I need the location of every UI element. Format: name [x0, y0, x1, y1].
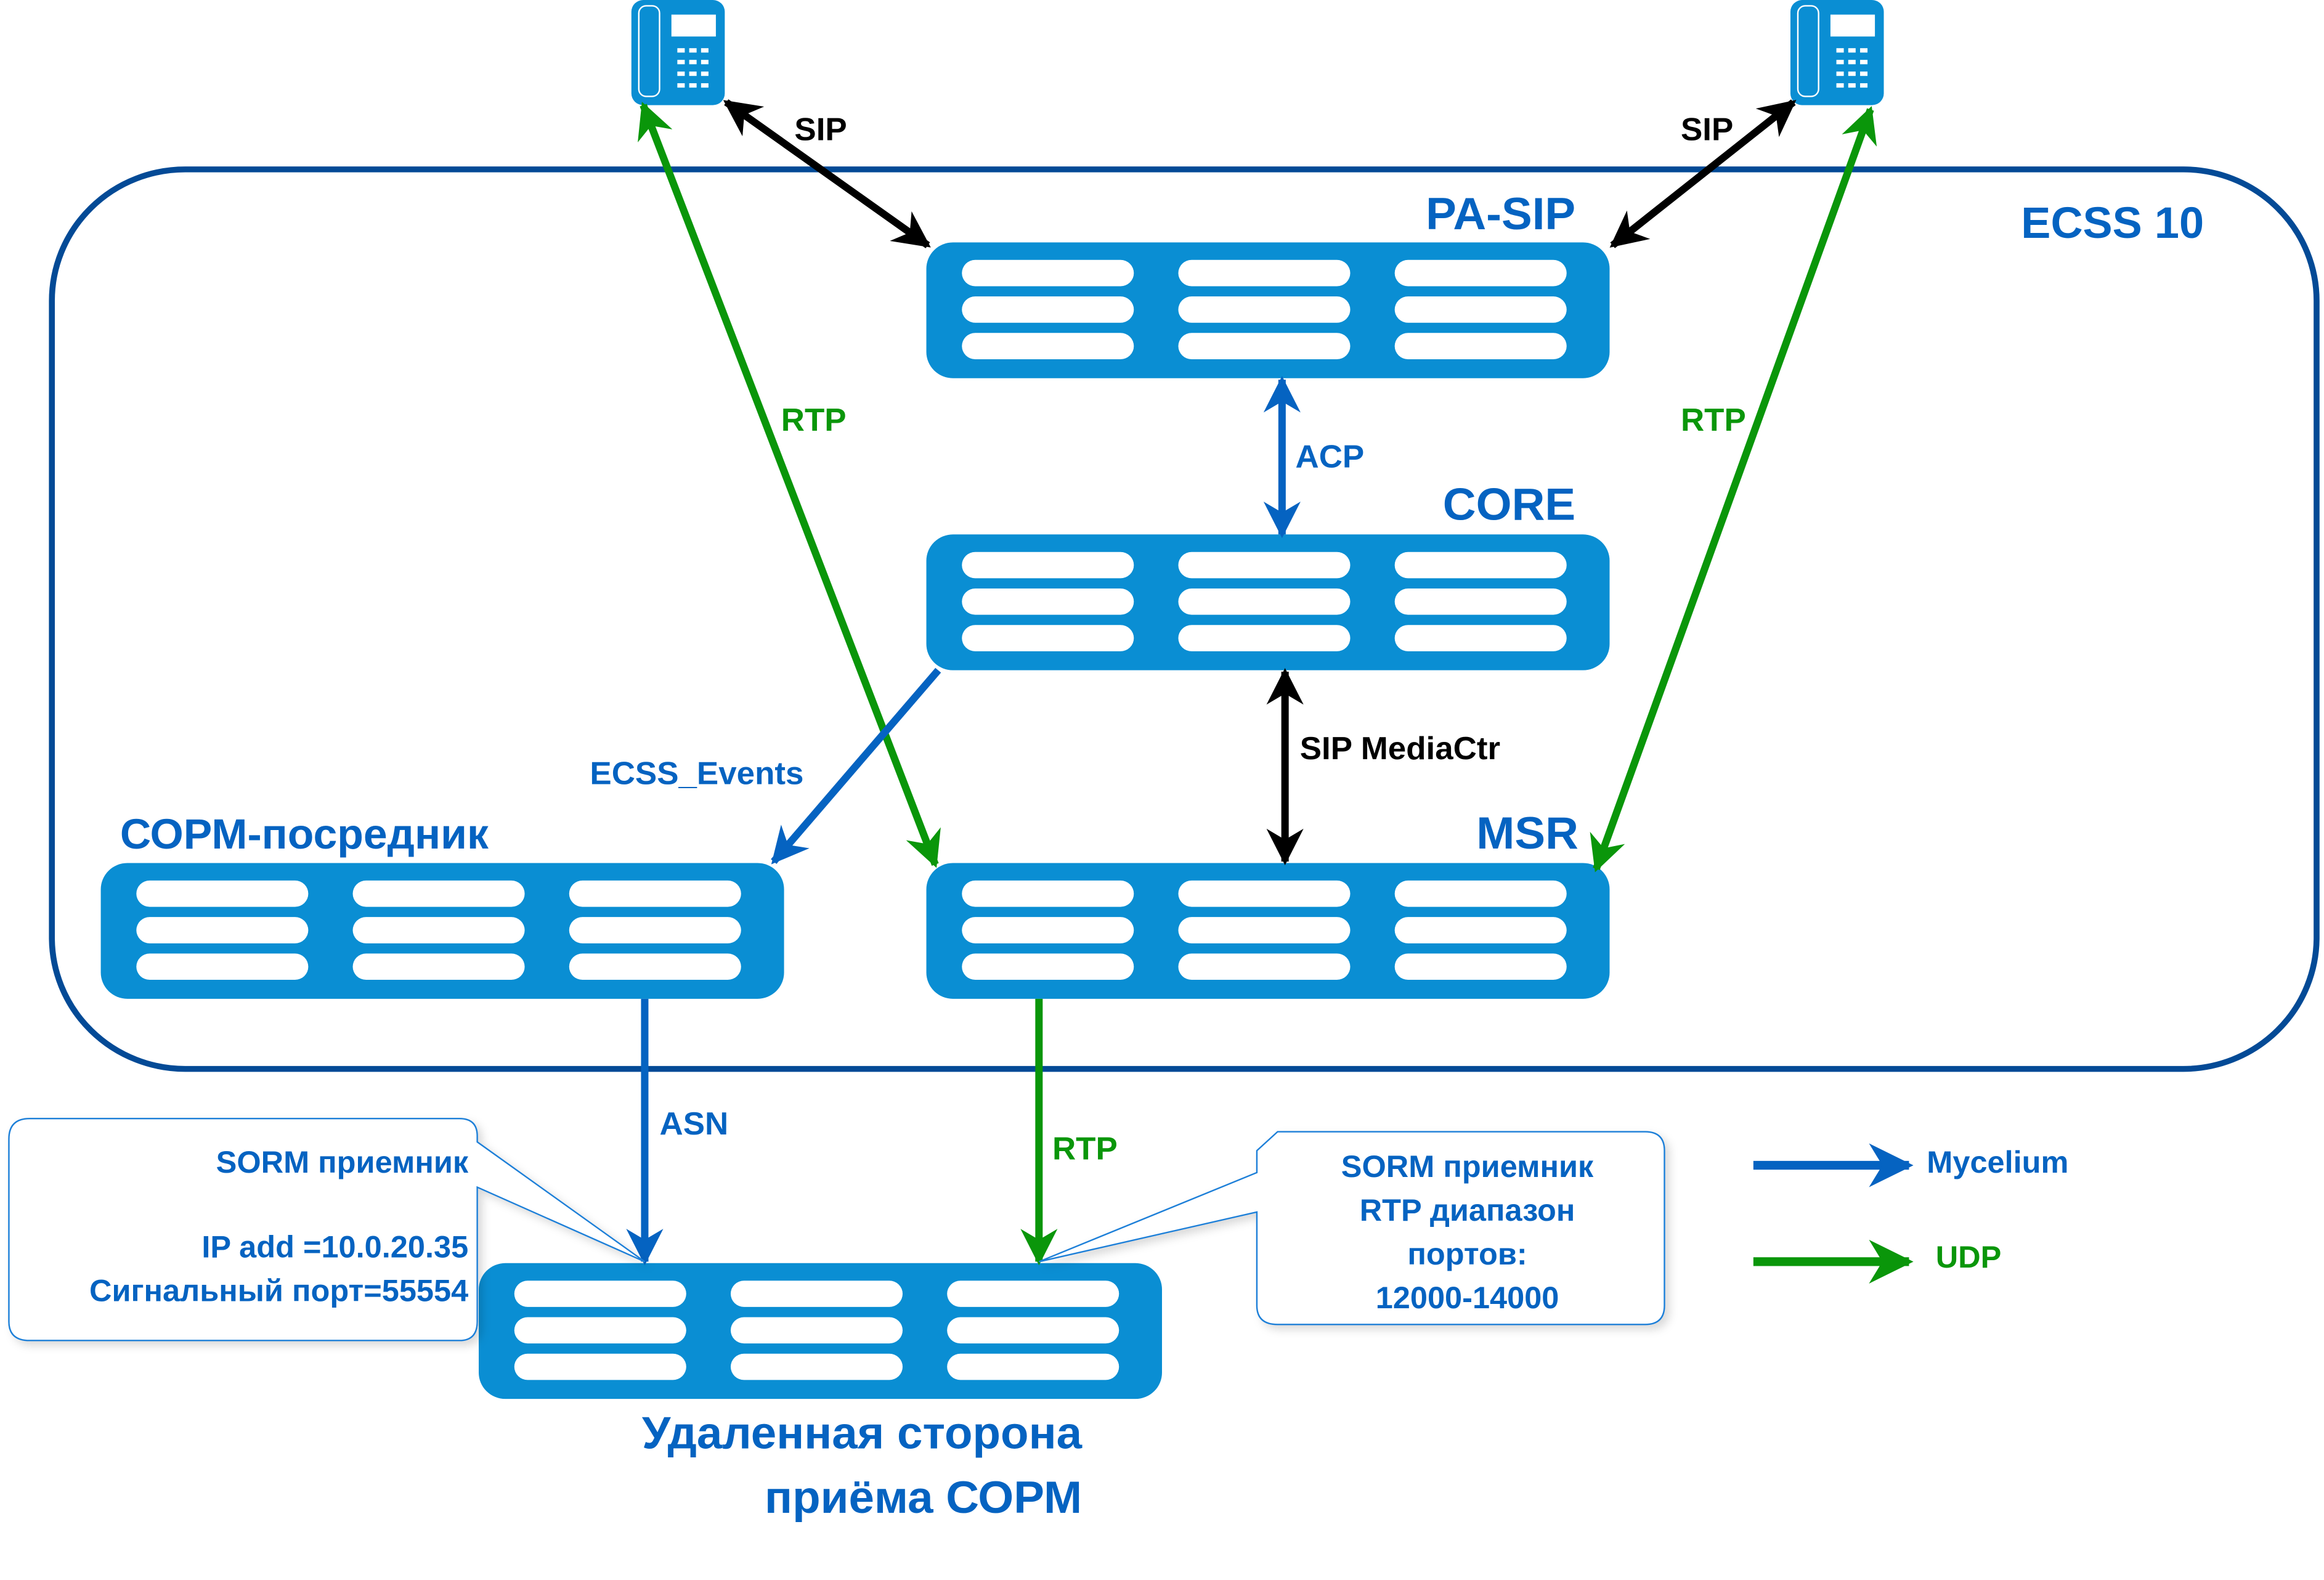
server-slot	[136, 953, 309, 980]
desk-phone-icon	[1790, 0, 1884, 105]
ecss10-container	[49, 166, 2320, 1072]
server-remote-sorm[interactable]	[479, 1263, 1163, 1399]
server-slot	[1394, 953, 1567, 980]
server-slot	[1394, 259, 1567, 287]
server-slot	[1178, 333, 1351, 359]
server-slot	[962, 552, 1134, 579]
server-slot	[1178, 296, 1351, 323]
server-slot	[514, 1317, 686, 1344]
server-slot	[962, 917, 1134, 943]
server-slot	[352, 917, 525, 943]
server-slot	[962, 880, 1134, 907]
server-slot	[1394, 625, 1567, 651]
server-slot	[1178, 259, 1351, 287]
server-slot	[962, 625, 1134, 651]
callout-right-line4: 12000-14000	[1376, 1281, 1559, 1316]
acp-label: ACP	[1296, 439, 1365, 475]
server-pa-sip[interactable]	[926, 242, 1610, 378]
server-slot	[569, 917, 741, 943]
rtp-right-link	[1590, 106, 1877, 873]
server-slot	[1178, 917, 1351, 943]
legend-udp-label: UDP	[1936, 1240, 2002, 1274]
phone-right[interactable]	[1790, 0, 1884, 105]
server-slot	[947, 1353, 1119, 1380]
server-slot	[962, 296, 1134, 323]
callout-right-line1: SORM приемник	[1341, 1149, 1594, 1184]
server-slot	[136, 917, 309, 943]
server-slot	[569, 880, 741, 907]
server-msr[interactable]	[926, 863, 1610, 999]
callout-left	[8, 1117, 646, 1342]
asn-label: ASN	[659, 1106, 728, 1142]
rtp-left-label: RTP	[781, 402, 847, 438]
ecss-events-link	[771, 667, 941, 865]
rtp-bottom-label: RTP	[1052, 1131, 1118, 1167]
server-slot	[514, 1281, 686, 1307]
server-sorm-proxy[interactable]	[100, 863, 784, 999]
server-slot	[514, 1353, 686, 1380]
desk-phone-icon	[631, 0, 725, 105]
ecss10-label: ECSS 10	[2021, 199, 2204, 248]
server-slot	[1394, 917, 1567, 943]
rtp-right-label: RTP	[1681, 402, 1746, 438]
sip-left-label: SIP	[794, 112, 847, 148]
remote-label-line1: Удаленная сторона	[642, 1407, 1083, 1458]
server-slot	[352, 953, 525, 980]
callout-right	[1038, 1131, 1665, 1325]
sip-mediactr-label: SIP MediaCtr	[1300, 731, 1500, 767]
server-slot	[962, 953, 1134, 980]
msr-label: MSR	[1476, 807, 1578, 858]
server-slot	[730, 1317, 903, 1344]
server-slot	[1394, 552, 1567, 579]
callout-right-line2: RTP диапазон	[1360, 1193, 1575, 1228]
core-label: CORE	[1443, 479, 1575, 529]
server-slot	[1178, 880, 1351, 907]
server-slot	[1394, 296, 1567, 323]
server-slot	[136, 880, 309, 907]
phone-left[interactable]	[631, 0, 725, 105]
legend: Mycelium UDP	[1753, 1143, 2068, 1284]
rtp-left-link	[638, 102, 941, 868]
ecss-events-label: ECSS_Events	[590, 755, 803, 792]
server-slot	[962, 333, 1134, 359]
server-slot	[1394, 588, 1567, 615]
sorm-proxy-label: СОРМ-посредник	[120, 810, 489, 857]
server-slot	[947, 1317, 1119, 1344]
callout-left-line2: IP add =10.0.20.35	[201, 1230, 468, 1264]
server-slot	[352, 880, 525, 907]
callout-right-line3: портов:	[1407, 1237, 1527, 1271]
server-slot	[569, 953, 741, 980]
server-slot	[1178, 953, 1351, 980]
legend-mycelium-label: Mycelium	[1927, 1145, 2068, 1179]
server-slot	[1178, 625, 1351, 651]
sip-right-label: SIP	[1681, 112, 1733, 148]
server-slot	[730, 1353, 903, 1380]
server-slot	[730, 1281, 903, 1307]
remote-label-line2: приёма СОРМ	[765, 1472, 1082, 1523]
callout-left-line3: Сигнальный порт=55554	[89, 1274, 468, 1308]
server-slot	[1394, 880, 1567, 907]
server-slot	[1394, 333, 1567, 359]
server-core[interactable]	[926, 534, 1610, 670]
server-slot	[1178, 588, 1351, 615]
server-slot	[962, 259, 1134, 287]
server-slot	[962, 588, 1134, 615]
server-slot	[1178, 552, 1351, 579]
server-slot	[947, 1281, 1119, 1307]
callout-left-line1: SORM приемник	[216, 1145, 469, 1179]
pa-sip-label: PA-SIP	[1426, 189, 1575, 239]
